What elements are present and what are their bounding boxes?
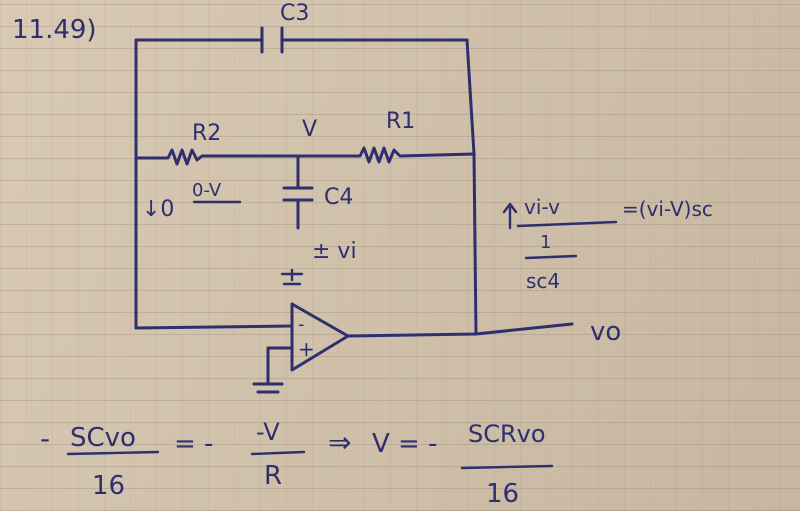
label-i0-expression: 0-V bbox=[192, 180, 222, 201]
op-amp: - + bbox=[290, 302, 350, 372]
bottom-equation: - SCvo 16 = - -V R ⇒ V = - SCRvo 16 bbox=[40, 418, 554, 509]
eq-lhs-numerator: SCvo bbox=[70, 423, 136, 453]
label-v-node: V bbox=[302, 117, 317, 142]
eq-middle-numerator: -V bbox=[256, 418, 280, 446]
annotation-denominator-top: 1 bbox=[540, 232, 551, 253]
label-vi: ± vi bbox=[312, 239, 357, 264]
label-c3: C3 bbox=[280, 1, 309, 26]
capacitor-c4: C4 bbox=[282, 154, 353, 230]
annotation-denominator-bottom: sc4 bbox=[526, 269, 560, 293]
label-vo: vo bbox=[590, 317, 621, 347]
output-wire bbox=[346, 322, 574, 338]
eq-middle: = - bbox=[174, 429, 213, 459]
eq-rhs-prefix: V = - bbox=[372, 429, 437, 459]
opamp-minus-sign: - bbox=[298, 314, 305, 335]
resistor-r1: R1 bbox=[296, 109, 476, 164]
bottom-wire bbox=[134, 324, 294, 330]
eq-middle-denominator: R bbox=[264, 461, 282, 491]
annotation-numerator: vi-v bbox=[524, 195, 560, 219]
label-r2: R2 bbox=[192, 121, 221, 146]
source-vi: ± vi bbox=[280, 239, 357, 286]
label-i0: ↓0 bbox=[142, 197, 174, 222]
eq-rhs-denominator: 16 bbox=[486, 479, 519, 509]
capacitor-c3: C3 bbox=[134, 1, 469, 54]
label-r1: R1 bbox=[386, 109, 415, 134]
eq-lhs-sign: - bbox=[40, 422, 50, 455]
eq-rhs-numerator: SCRvo bbox=[468, 420, 546, 448]
problem-number: 11.49) bbox=[12, 15, 97, 45]
annotation-equals: =(vi-V)sc bbox=[622, 197, 713, 221]
ground-symbol bbox=[252, 346, 294, 394]
eq-lhs-denominator: 16 bbox=[92, 471, 125, 501]
label-c4: C4 bbox=[324, 185, 353, 210]
current-expression: vi-v =(vi-V)sc 1 sc4 bbox=[502, 195, 713, 293]
right-wire bbox=[465, 38, 478, 336]
resistor-r2: R2 bbox=[134, 121, 300, 166]
eq-implies-arrow: ⇒ bbox=[328, 426, 351, 459]
opamp-plus-sign: + bbox=[298, 337, 315, 361]
